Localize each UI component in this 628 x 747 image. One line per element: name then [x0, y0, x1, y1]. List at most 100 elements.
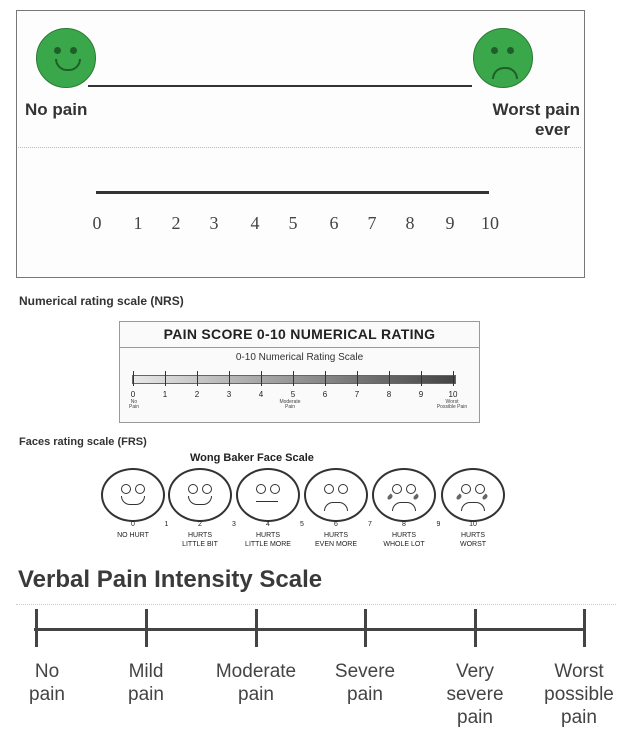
tear-icon [412, 493, 419, 500]
face-label: HURTS WHOLE LOT [369, 531, 439, 549]
vas-number: 2 [161, 213, 191, 234]
frs-caption: Faces rating scale (FRS) [19, 436, 147, 448]
vas-number: 10 [475, 213, 505, 234]
face-label: HURTS WORST [438, 531, 508, 549]
nrs-card: PAIN SCORE 0-10 NUMERICAL RATING 0-10 Nu… [119, 321, 480, 423]
sad-face-icon [473, 28, 533, 88]
vpis-tick [255, 609, 258, 647]
face-eye [121, 484, 131, 494]
face-icon [441, 468, 505, 522]
face-number: 6 [326, 521, 346, 528]
vas-number: 6 [319, 213, 349, 234]
nrs-header: PAIN SCORE 0-10 NUMERICAL RATING [120, 322, 479, 348]
face-eye [392, 484, 402, 494]
vpis-label: No pain [2, 660, 92, 706]
nrs-number: 0 [126, 390, 140, 399]
worst-pain-line-1: Worst pain [460, 100, 580, 120]
face-mouth [392, 502, 416, 511]
face-eye [188, 484, 198, 494]
vpis-tick [474, 609, 477, 647]
face-mouth [461, 502, 485, 511]
vpis-divider [16, 604, 616, 605]
nrs-tick [229, 371, 230, 386]
face-label: HURTS EVEN MORE [301, 531, 371, 549]
vas-number: 7 [357, 213, 387, 234]
happy-face-icon [36, 28, 96, 88]
face-mouth [324, 502, 348, 511]
tear-icon [386, 493, 393, 500]
nrs-gradient-bar [132, 375, 456, 384]
face-eye [256, 484, 266, 494]
face-mouth [256, 501, 278, 502]
nrs-tick [165, 371, 166, 386]
face-number: 4 [258, 521, 278, 528]
vas-number: 4 [240, 213, 270, 234]
nrs-number: 6 [318, 390, 332, 399]
face-eye [406, 484, 416, 494]
nrs-tick [293, 371, 294, 386]
nrs-tick [261, 371, 262, 386]
nrs-tick [357, 371, 358, 386]
face-eye [135, 484, 145, 494]
vpis-label: Mild pain [101, 660, 191, 706]
numeric-scale-line [96, 191, 489, 194]
face-label: HURTS LITTLE BIT [165, 531, 235, 549]
nrs-number: 8 [382, 390, 396, 399]
face-number: 10 [463, 521, 483, 528]
nrs-number: 7 [350, 390, 364, 399]
face-between-number: 9 [434, 521, 444, 528]
nrs-number: 10 [446, 390, 460, 399]
vpis-label: Moderate pain [211, 660, 301, 706]
face-eye [202, 484, 212, 494]
nrs-anchor-right: Worst Possible Pain [430, 400, 474, 410]
face-number: 2 [190, 521, 210, 528]
face-number: 8 [394, 521, 414, 528]
no-pain-label: No pain [25, 100, 87, 120]
nrs-number: 1 [158, 390, 172, 399]
vpis-label: Worst possible pain [534, 660, 624, 729]
vpis-tick [35, 609, 38, 647]
face-icon [168, 468, 232, 522]
tear-icon [455, 493, 462, 500]
nrs-tick [325, 371, 326, 386]
face-between-number: 7 [365, 521, 375, 528]
vas-number: 9 [435, 213, 465, 234]
vpis-title: Verbal Pain Intensity Scale [18, 566, 322, 594]
face-icon [101, 468, 165, 522]
nrs-tick [421, 371, 422, 386]
face-mouth [188, 496, 212, 505]
vpis-tick [364, 609, 367, 647]
face-mouth [121, 496, 145, 505]
tear-icon [481, 493, 488, 500]
face-between-number: 1 [162, 521, 172, 528]
nrs-tick [453, 371, 454, 386]
vas-number: 5 [278, 213, 308, 234]
face-eye [461, 484, 471, 494]
nrs-tick [133, 371, 134, 386]
vpis-line [34, 628, 586, 631]
vas-number: 8 [395, 213, 425, 234]
nrs-number: 3 [222, 390, 236, 399]
vpis-tick [145, 609, 148, 647]
nrs-number: 5 [286, 390, 300, 399]
vas-number: 0 [82, 213, 112, 234]
nrs-number: 4 [254, 390, 268, 399]
vpis-label: Severe pain [320, 660, 410, 706]
nrs-number: 2 [190, 390, 204, 399]
dotted-divider [18, 147, 581, 148]
vas-number: 1 [123, 213, 153, 234]
face-icon [372, 468, 436, 522]
face-eye [270, 484, 280, 494]
nrs-anchor-left: No Pain [124, 400, 144, 410]
vas-number: 3 [199, 213, 229, 234]
face-eye [324, 484, 334, 494]
face-between-number: 5 [297, 521, 307, 528]
face-eye [338, 484, 348, 494]
face-icon [304, 468, 368, 522]
face-label: HURTS LITTLE MORE [233, 531, 303, 549]
nrs-caption: Numerical rating scale (NRS) [19, 294, 184, 308]
vpis-tick [583, 609, 586, 647]
face-label: NO HURT [98, 531, 168, 540]
nrs-tick [389, 371, 390, 386]
worst-pain-line-2: ever [460, 120, 580, 140]
